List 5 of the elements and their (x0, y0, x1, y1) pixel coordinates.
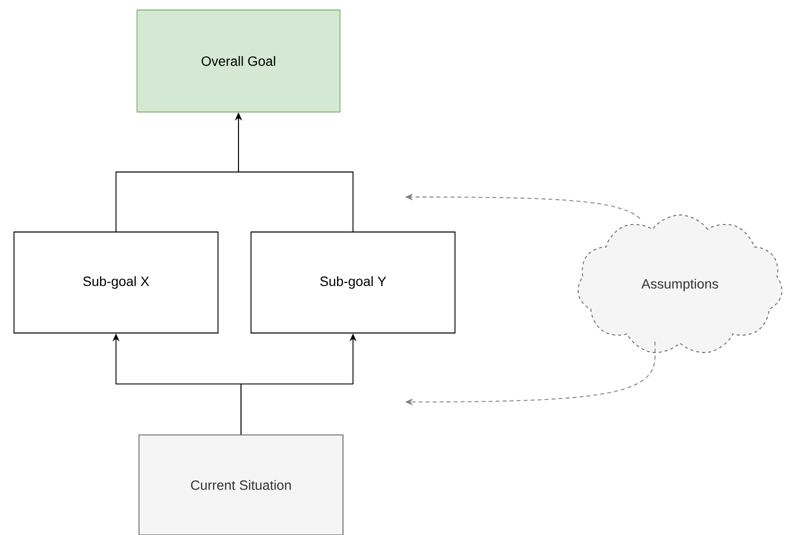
process-box: Current Situation (138, 434, 344, 535)
assumption-cloud: Assumptions (578, 214, 782, 353)
process-box: Sub-goal Y (250, 232, 456, 334)
process-box: Sub-goal X (14, 232, 218, 334)
goal-box: Overall Goal (136, 10, 340, 112)
